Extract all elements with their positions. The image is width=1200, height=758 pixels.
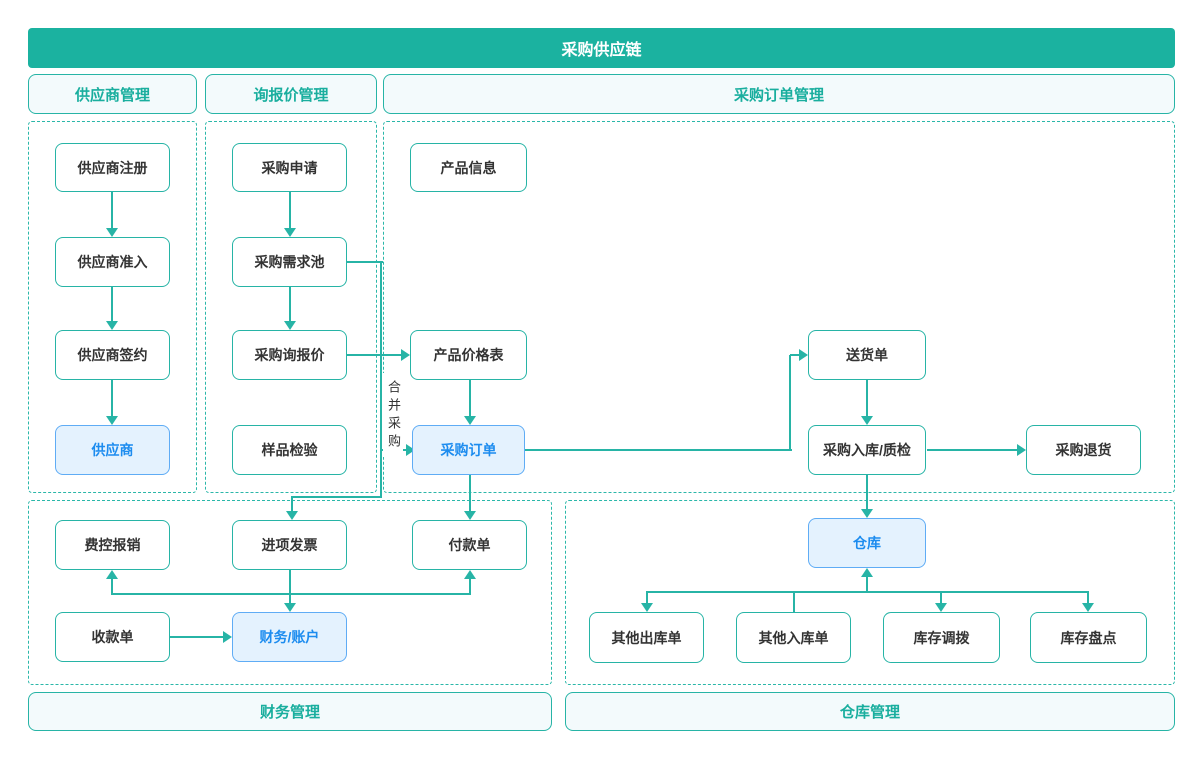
section-header-warehouse-management: 仓库管理 [565,692,1175,731]
edge-inbound-to-warehouse [866,475,868,511]
edge-bus-to-warehouse [866,576,868,593]
edge-order-to-payment [469,475,471,513]
group-supplier-management [28,121,197,493]
edge-label-merge-purchase: 合并采购 [383,373,403,457]
node-inbound-qc[interactable]: 采购入库/质检 [808,425,926,475]
arrow-into-supplier-sign [106,321,118,330]
section-header-finance-management: 财务管理 [28,692,552,731]
arrow-into-input-invoice [286,511,298,520]
node-other-outbound[interactable]: 其他出库单 [589,612,704,663]
edge-register-to-access [111,192,113,229]
node-purchase-request[interactable]: 采购申请 [232,143,347,192]
edge-bus-to-payment [469,578,471,595]
node-supplier-register[interactable]: 供应商注册 [55,143,170,192]
section-header-supplier-management: 供应商管理 [28,74,197,114]
arrow-into-finance-account [284,603,296,612]
node-finance-account[interactable]: 财务/账户 [232,612,347,662]
section-header-rfq-management: 询报价管理 [205,74,377,114]
arrow-into-stock-transfer [935,603,947,612]
arrow-into-stock-count [1082,603,1094,612]
edge-order-to-delivery-v [789,355,791,450]
edge-pool-to-inquiry [289,287,291,323]
arrow-into-delivery-note [799,349,808,361]
arrow-into-inbound-qc [861,416,873,425]
node-supplier[interactable]: 供应商 [55,425,170,475]
node-payment-slip[interactable]: 付款单 [412,520,527,570]
arrow-into-other-outbound [641,603,653,612]
edge-sign-to-supplier [111,380,113,418]
node-rfq-inquiry[interactable]: 采购询报价 [232,330,347,380]
node-purchase-return[interactable]: 采购退货 [1026,425,1141,475]
node-product-info[interactable]: 产品信息 [410,143,527,192]
edge-access-to-sign [111,287,113,323]
edge-order-to-delivery-in [790,354,800,356]
group-po-management [383,121,1175,493]
node-supplier-access[interactable]: 供应商准入 [55,237,170,287]
arrow-into-rfq-inquiry [284,321,296,330]
node-stock-count[interactable]: 库存盘点 [1030,612,1147,663]
edge-delivery-to-inbound [866,380,868,418]
edge-bus-to-outbound [646,592,648,604]
group-warehouse-management [565,500,1175,685]
edge-finance-bus [111,593,471,595]
edge-pricelist-to-order [469,380,471,418]
group-finance-management [28,500,552,685]
arrow-pricelist-into-order [464,416,476,425]
arrow-into-purchase-return [1017,444,1026,456]
arrow-into-warehouse-top [861,509,873,518]
arrow-into-payment-bottom [464,570,476,579]
arrow-into-purchase-order [406,444,415,456]
node-other-inbound[interactable]: 其他入库单 [736,612,851,663]
edge-order-to-delivery-h [525,449,792,451]
arrow-into-supplier-access [106,228,118,237]
node-input-invoice[interactable]: 进项发票 [232,520,347,570]
node-stock-transfer[interactable]: 库存调拨 [883,612,1000,663]
arrow-into-payment-slip-top [464,511,476,520]
edge-merge-vertical [380,261,382,498]
node-warehouse[interactable]: 仓库 [808,518,926,568]
section-header-po-management: 采购订单管理 [383,74,1175,114]
edge-bus-to-transfer [940,592,942,604]
edge-bus-to-count [1087,592,1089,604]
node-sample-check[interactable]: 样品检验 [232,425,347,475]
arrow-into-price-list [401,349,410,361]
edge-request-to-pool [289,192,291,229]
node-demand-pool[interactable]: 采购需求池 [232,237,347,287]
edge-bus-to-expense [111,578,113,595]
edge-inbound-to-return [927,449,1018,451]
arrow-receipt-into-account [223,631,232,643]
node-purchase-order[interactable]: 采购订单 [412,425,525,475]
edge-merge-to-invoice-v [291,497,293,512]
arrow-into-expense-bottom [106,570,118,579]
node-price-list[interactable]: 产品价格表 [410,330,527,380]
arrow-into-demand-pool [284,228,296,237]
edge-invoice-to-account [289,570,291,605]
arrow-into-warehouse-bottom [861,568,873,577]
edge-receipt-to-account [170,636,224,638]
arrow-into-supplier [106,416,118,425]
node-receipt-slip[interactable]: 收款单 [55,612,170,662]
edge-inquiry-to-pricelist [347,354,402,356]
node-supplier-sign[interactable]: 供应商签约 [55,330,170,380]
diagram-title: 采购供应链 [28,28,1175,68]
edge-merge-to-invoice-h [291,496,382,498]
node-expense-reimburse[interactable]: 费控报销 [55,520,170,570]
edge-bus-to-inbound-other [793,592,795,612]
node-delivery-note[interactable]: 送货单 [808,330,926,380]
group-rfq-management [205,121,377,493]
edge-pool-out [347,261,383,263]
